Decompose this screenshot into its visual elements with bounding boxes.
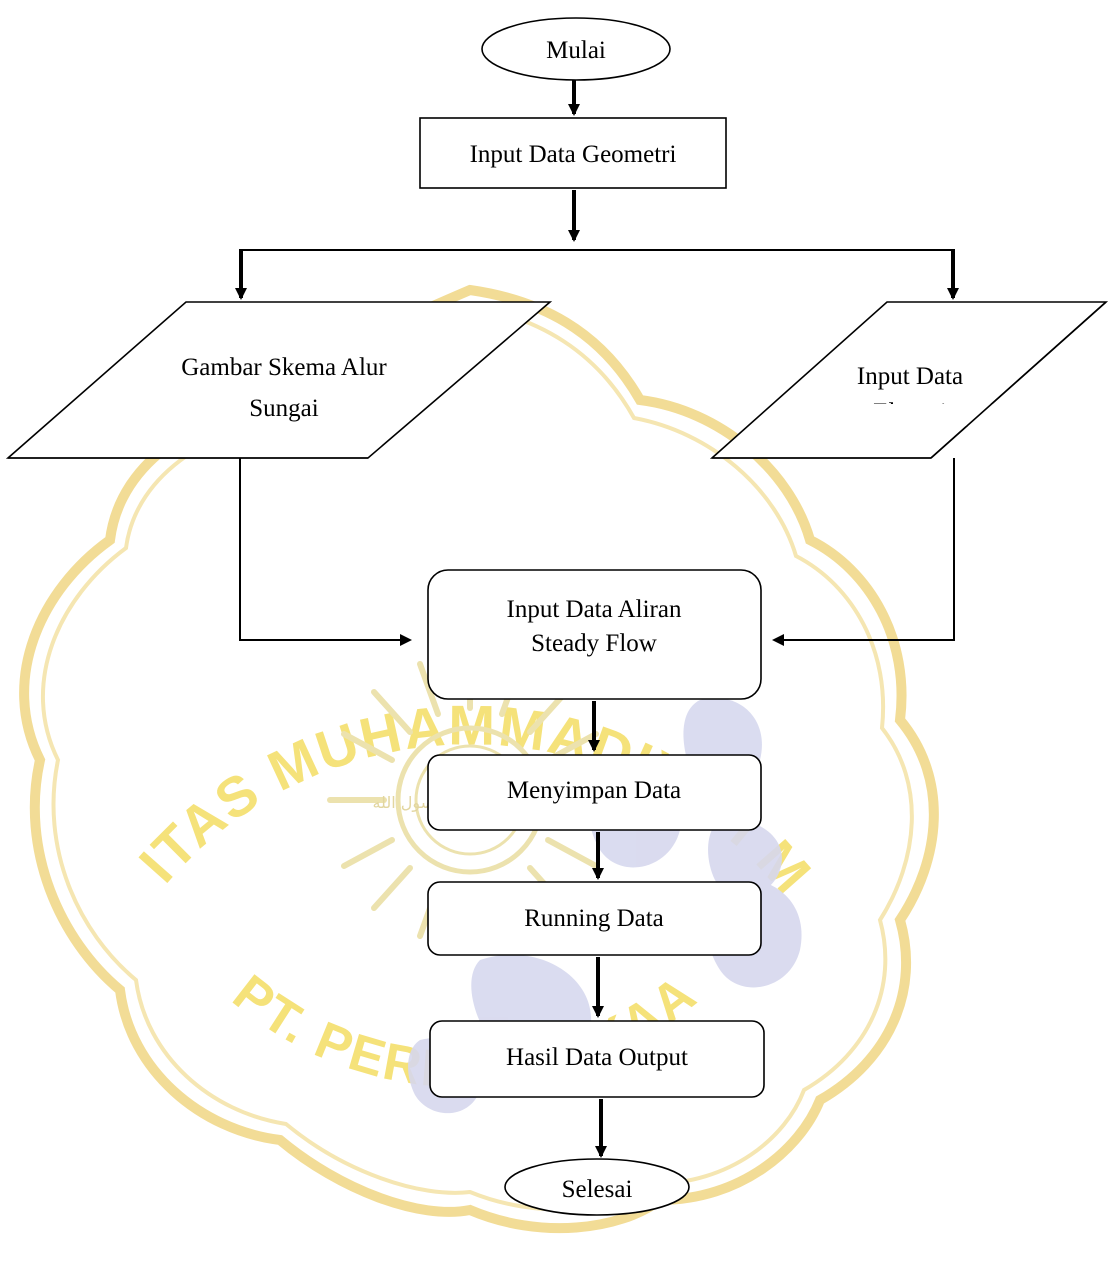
end-terminal [504, 1158, 690, 1216]
menyimpan-data-box [427, 754, 762, 831]
skema-label-line2: Sungai [249, 395, 319, 422]
menyimpan-data-label: Menyimpan Data [507, 777, 681, 804]
input-geometri-label: Input Data Geometri [470, 141, 677, 168]
hasil-data-output-box [429, 1020, 765, 1098]
connector-elevasi-to-aliran [772, 458, 955, 646]
start-label: Mulai [546, 37, 606, 64]
connector-skema-to-aliran [239, 458, 412, 646]
elevasi-label-line1: Input Data [857, 363, 963, 390]
input-aliran-box [427, 569, 762, 700]
running-data-box [427, 881, 762, 956]
hasil-data-output-label: Hasil Data Output [506, 1044, 688, 1071]
aliran-label-line1: Input Data Aliran [507, 596, 682, 623]
watermark-scalloped-border [19, 284, 939, 1234]
running-data-label: Running Data [524, 905, 664, 932]
input-geometri-box [419, 117, 727, 189]
skema-label-line1: Gambar Skema Alur [181, 354, 387, 381]
flowchart: Mulai Input Data Geometri Gambar Skema A… [5, 17, 1109, 1216]
aliran-label-line2: Steady Flow [531, 630, 657, 657]
end-label: Selesai [562, 1176, 633, 1203]
